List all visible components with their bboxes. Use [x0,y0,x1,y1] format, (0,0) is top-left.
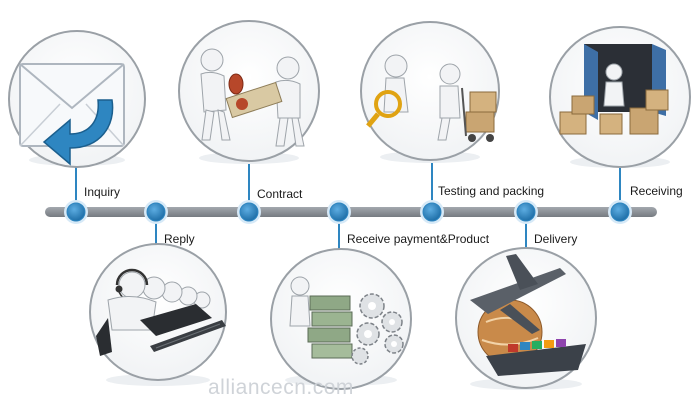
node-delivery [516,202,536,222]
node-contract [239,202,259,222]
step-illustrations [8,20,691,390]
watermark: alliancecn.com [208,376,354,399]
node-inquiry [66,202,86,222]
container-boxes-icon [549,26,691,168]
label-inquiry: Inquiry [84,185,120,199]
label-reply: Reply [164,232,195,246]
label-testing-and-packing: Testing and packing [438,184,544,198]
envelope-reply-icon [8,30,146,168]
label-receiving: Receiving [630,184,683,198]
money-gears-icon [270,248,412,390]
node-receive-payment-product [329,202,349,222]
call-center-icon [89,243,227,386]
node-testing-and-packing [422,202,442,222]
label-receive-payment-product: Receive payment&Product [347,232,490,246]
handshake-contract-icon [178,20,320,164]
label-delivery: Delivery [534,232,577,246]
node-reply [146,202,166,222]
magnifier-boxes-icon [360,21,500,163]
timeline-nodes [64,200,632,224]
plane-ship-globe-icon [455,247,597,390]
node-receiving [610,202,630,222]
label-contract: Contract [257,187,303,201]
